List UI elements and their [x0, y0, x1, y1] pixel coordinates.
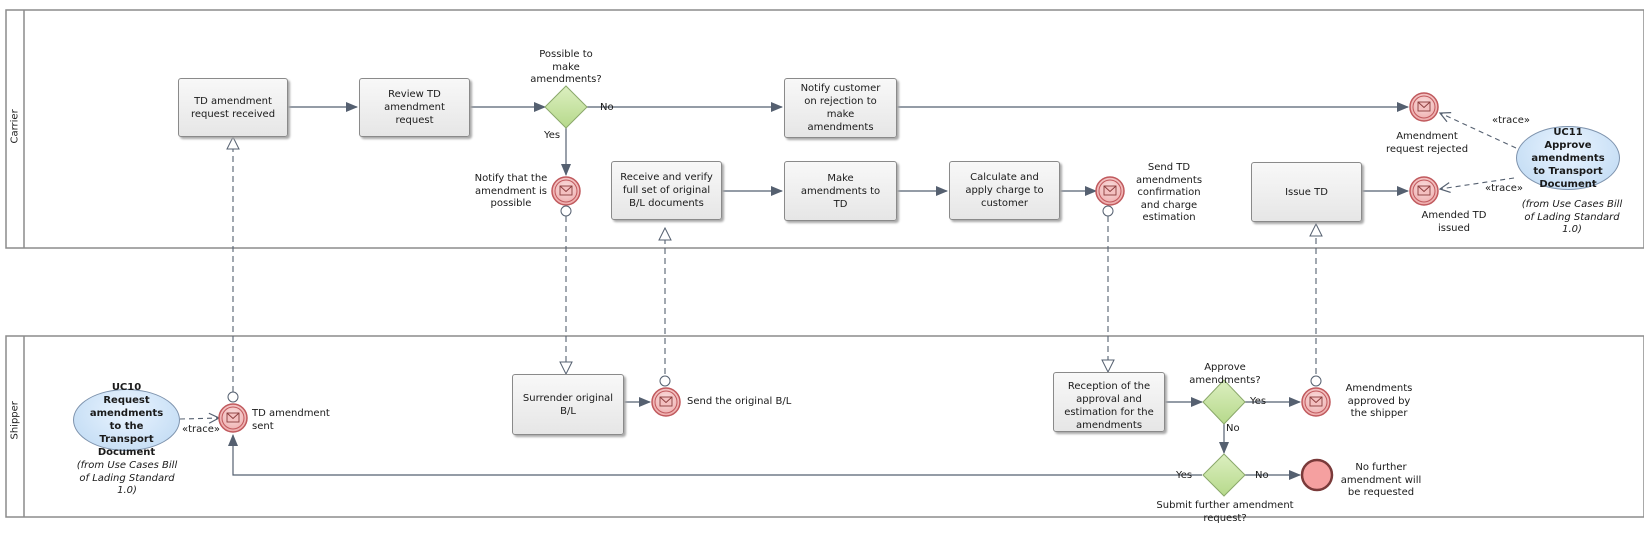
uc11-source-note: (from Use Cases Bill of Lading Standard … — [1521, 199, 1623, 235]
sequence-flows — [228, 102, 1409, 480]
lane-label-carrier: Carrier — [9, 109, 21, 144]
event-amendments-approved-label: Amendments approved by the shipper — [1345, 383, 1413, 419]
flow-label-no-possible: No — [600, 102, 614, 113]
trace-links — [179, 113, 1517, 419]
task-notify-rejection[interactable]: Notify customer on rejection to make ame… — [784, 78, 897, 138]
lane-shipper — [5, 335, 1644, 518]
event-send-confirmation-label: Send TD amendments confirmation and char… — [1135, 162, 1203, 223]
flow-label-yes-approve: Yes — [1250, 396, 1267, 407]
event-notify-possible[interactable] — [551, 176, 581, 217]
flow-label-yes-possible: Yes — [544, 130, 561, 141]
flow-label-yes-submit: Yes — [1176, 470, 1193, 481]
gateway-approve-label: Approve amendments? — [1189, 362, 1261, 386]
message-flows — [233, 137, 1316, 392]
event-notify-possible-label: Notify that the amendment is possible — [474, 173, 548, 209]
gateway-submit-label: Submit further amendment request? — [1156, 500, 1294, 524]
task-td-amendment-request-received[interactable]: TD amendment request received — [178, 78, 288, 137]
event-amendment-rejected[interactable] — [1409, 92, 1439, 122]
flow-label-no-submit: No — [1255, 470, 1269, 481]
task-calculate-charge[interactable]: Calculate and apply charge to customer — [949, 161, 1060, 220]
gateway-possible[interactable] — [544, 85, 588, 129]
uc10-source-note: (from Use Cases Bill of Lading Standard … — [76, 460, 178, 496]
task-issue-td[interactable]: Issue TD — [1251, 162, 1362, 222]
task-receive-verify-bl[interactable]: Receive and verify full set of original … — [611, 161, 722, 220]
usecase-uc10[interactable]: UC10 Request amendments to the Transport… — [73, 382, 180, 458]
event-amendments-approved[interactable] — [1301, 375, 1331, 417]
task-surrender-original-bl[interactable]: Surrender original B/L — [512, 374, 624, 435]
task-review-td-amendment-request[interactable]: Review TD amendment request — [359, 78, 470, 137]
task-make-amendments[interactable]: Make amendments to TD — [784, 161, 897, 221]
lane-label-shipper: Shipper — [9, 401, 21, 440]
trace-label-issued: «trace» — [1485, 183, 1524, 194]
event-send-original-bl-label: Send the original B/L — [687, 396, 792, 407]
event-amendment-rejected-label: Amendment request rejected — [1385, 131, 1469, 155]
end-event-no-further-label: No further amendment will be requested — [1340, 462, 1422, 498]
event-td-amendment-sent-label: TD amendment sent — [252, 408, 330, 432]
gateway-submit-further[interactable] — [1202, 453, 1246, 497]
end-event-no-further[interactable] — [1300, 458, 1334, 492]
event-amended-td-issued[interactable] — [1409, 176, 1439, 206]
event-td-amendment-sent[interactable] — [218, 391, 248, 433]
event-send-original-bl[interactable] — [651, 375, 681, 417]
flow-label-no-approve: No — [1226, 423, 1240, 434]
task-reception-approval[interactable]: Reception of the approval and estimation… — [1053, 372, 1165, 432]
gateway-possible-label: Possible to make amendments? — [530, 49, 602, 85]
usecase-uc11[interactable]: UC11 Approve amendments to Transport Doc… — [1516, 126, 1620, 190]
event-amended-td-issued-label: Amended TD issued — [1421, 210, 1487, 234]
trace-label-rejected: «trace» — [1492, 115, 1531, 126]
event-send-confirmation[interactable] — [1095, 176, 1125, 217]
gateway-approve[interactable] — [1202, 379, 1246, 425]
trace-label-uc10: «trace» — [182, 424, 221, 435]
